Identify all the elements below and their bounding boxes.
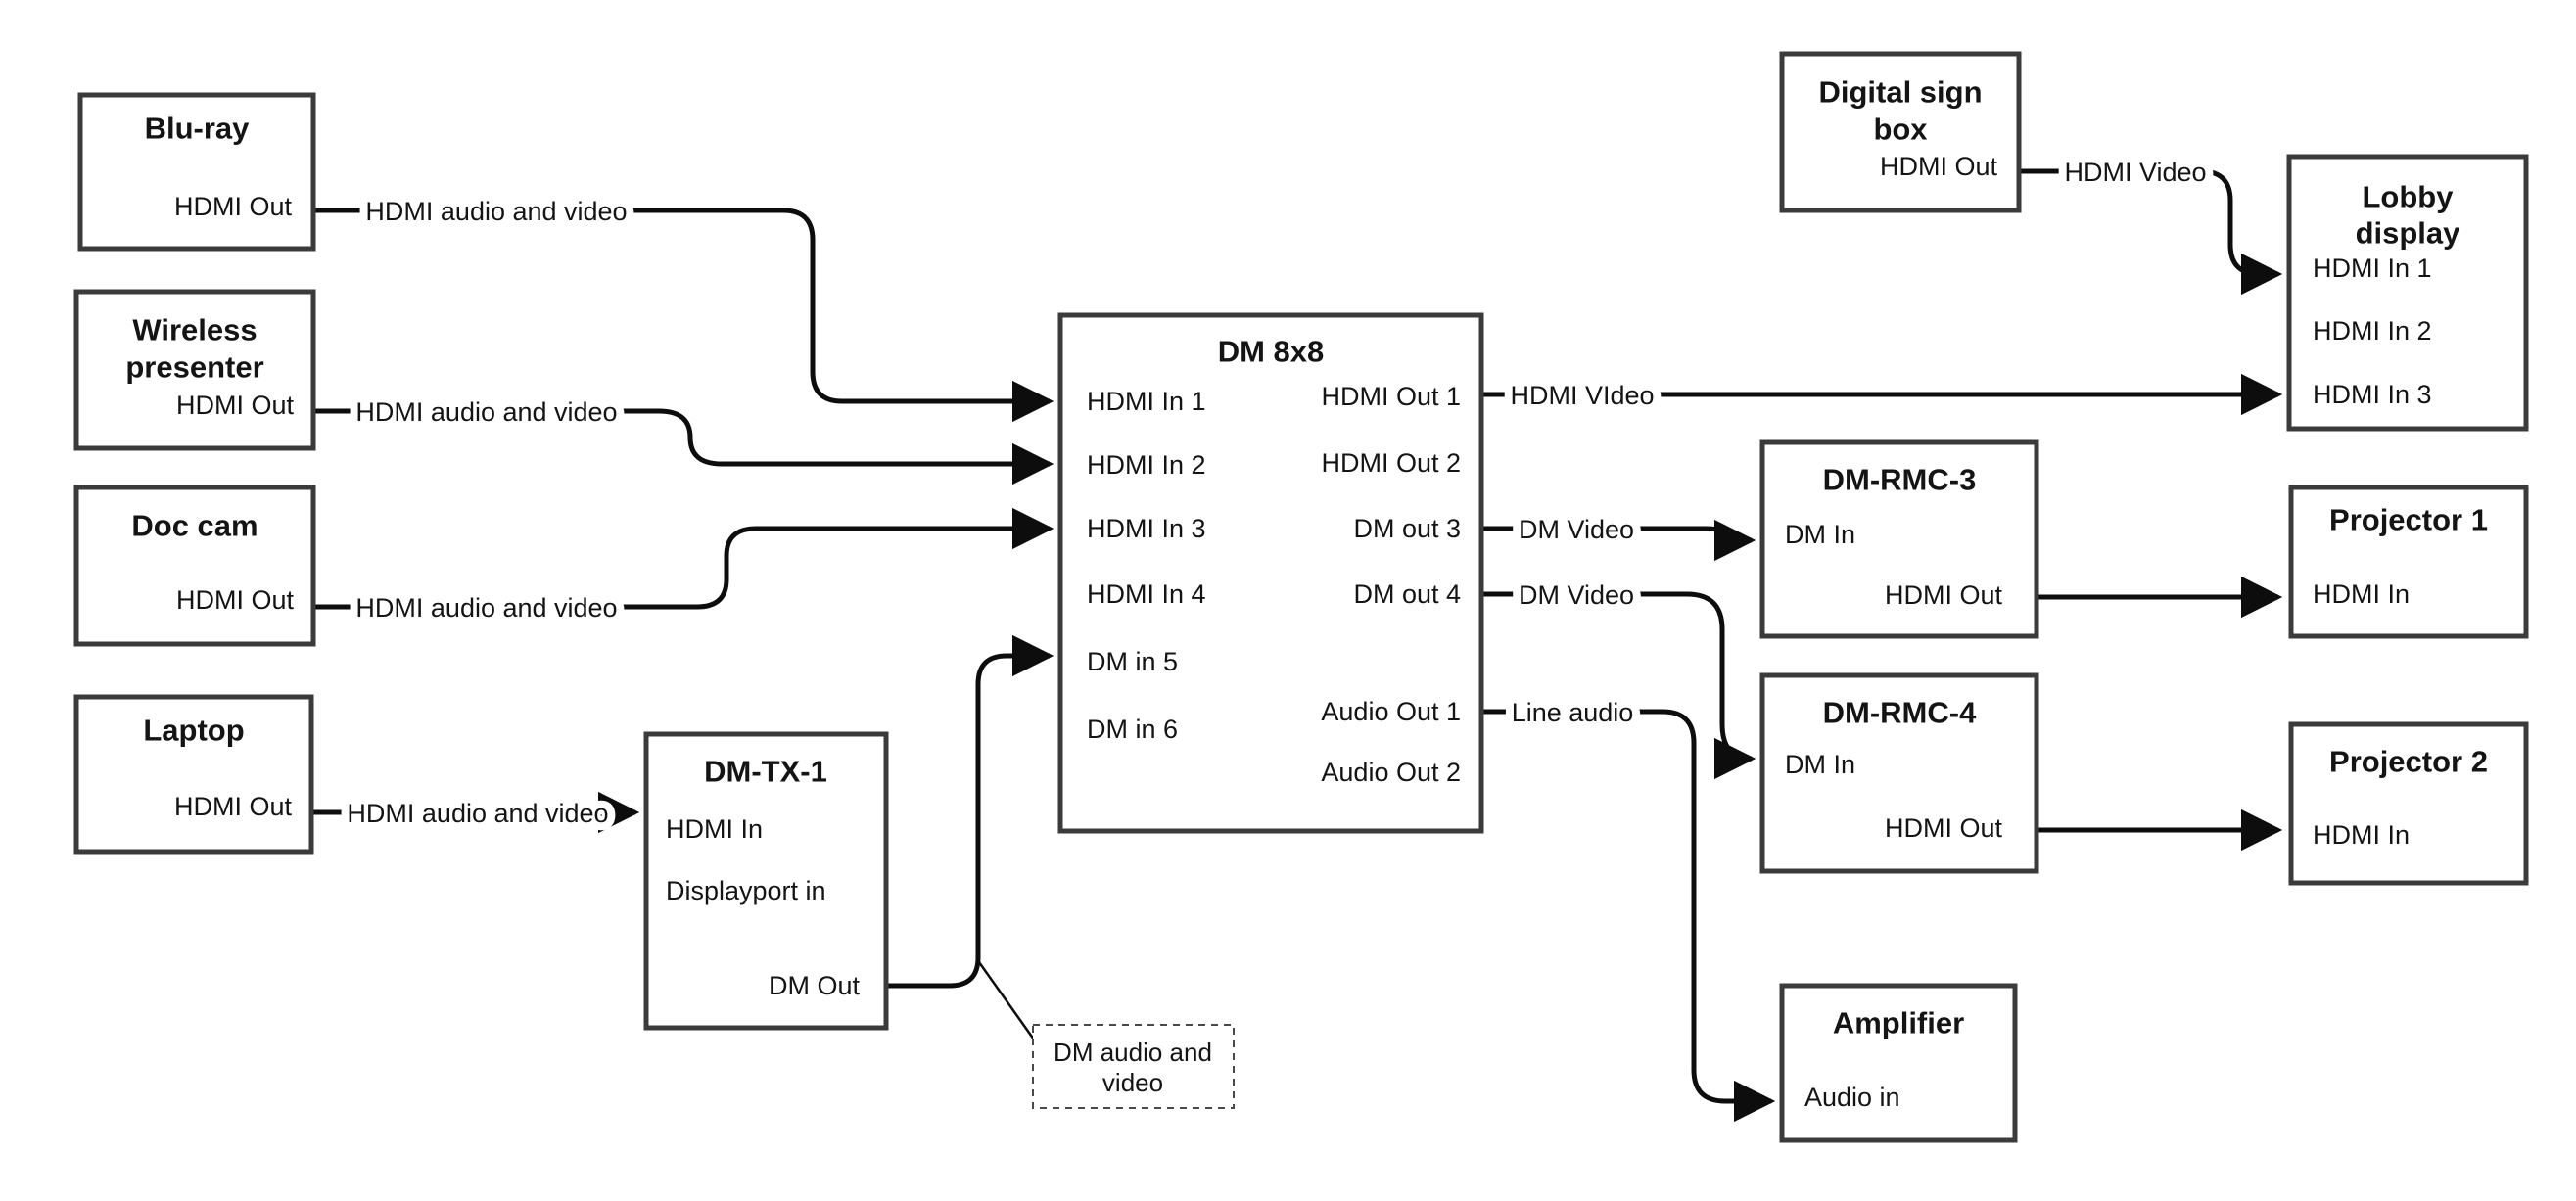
edge-label-bluray: HDMI audio and video (365, 197, 627, 226)
port-dm8x8-dm-out-3: DM out 3 (1353, 514, 1461, 543)
node-bluray-title: Blu-ray (145, 112, 251, 146)
edge-dm8x8-out3-to-rmc3 (1481, 519, 1756, 562)
node-doccam: Doc cam HDMI Out (73, 485, 316, 647)
edge-label-hdmi-video-out1: HDMI VIdeo (1510, 381, 1654, 410)
edge-label-dm-video-4: DM Video (1519, 580, 1634, 610)
edge-label-laptop: HDMI audio and video (347, 799, 608, 828)
edge-label-dm-video-3: DM Video (1519, 515, 1634, 544)
port-dm8x8-audio-out-2: Audio Out 2 (1321, 758, 1461, 787)
node-dmtx1-box (643, 731, 889, 1031)
annotation-note-line2: video (1102, 1068, 1163, 1097)
node-dm8x8: DM 8x8 HDMI In 1 HDMI In 2 HDMI In 3 HDM… (1057, 312, 1484, 834)
node-rmc4-title: DM-RMC-4 (1823, 696, 1977, 730)
port-proj1-hdmi-in: HDMI In (2313, 579, 2410, 609)
node-dmtx1-title: DM-TX-1 (704, 755, 827, 789)
node-signbox: Digital sign box HDMI Out (1779, 51, 2022, 213)
edge-wireless-to-dm8x8-in2 (313, 408, 1054, 485)
node-laptop-box (73, 694, 314, 855)
port-dm8x8-hdmi-in-3: HDMI In 3 (1087, 514, 1206, 543)
port-wireless-hdmi-out: HDMI Out (176, 391, 295, 420)
port-lobby-hdmi-in-2: HDMI In 2 (2313, 316, 2432, 346)
node-amplifier: Amplifier Audio in (1779, 983, 2018, 1143)
port-lobby-hdmi-in-3: HDMI In 3 (2313, 380, 2432, 409)
port-dm8x8-audio-out-1: Audio Out 1 (1321, 697, 1461, 726)
node-proj2-box (2288, 721, 2529, 886)
node-proj1: Projector 1 HDMI In (2288, 485, 2529, 639)
port-rmc3-dm-in: DM In (1785, 520, 1855, 549)
node-dmtx1: DM-TX-1 HDMI In Displayport in DM Out (643, 731, 889, 1031)
port-rmc4-dm-in: DM In (1785, 750, 1855, 779)
port-dmtx1-displayport-in: Displayport in (666, 876, 826, 905)
edge-dm8x8-out4-to-rmc4 (1481, 591, 1756, 780)
node-signbox-title-line1: Digital sign (1818, 75, 1982, 110)
port-dm8x8-hdmi-in-4: HDMI In 4 (1087, 579, 1206, 609)
node-rmc3: DM-RMC-3 DM In HDMI Out (1759, 439, 2039, 639)
node-lobby-title-line1: Lobby (2363, 180, 2455, 214)
node-rmc4-box (1759, 672, 2039, 874)
port-dm8x8-hdmi-out-1: HDMI Out 1 (1321, 382, 1461, 411)
port-doccam-hdmi-out: HDMI Out (176, 585, 295, 615)
port-signbox-hdmi-out: HDMI Out (1880, 152, 1998, 181)
annotation-note: DM audio and video (1032, 1024, 1235, 1109)
node-bluray: Blu-ray HDMI Out (77, 92, 316, 252)
node-doccam-title: Doc cam (131, 509, 258, 543)
port-dm8x8-dm-in-5: DM in 5 (1087, 647, 1178, 676)
node-dm8x8-box (1057, 312, 1484, 834)
node-amp-title: Amplifier (1833, 1006, 1964, 1040)
edge-label-wireless: HDMI audio and video (355, 397, 617, 427)
edge-doccam-to-dm8x8-in3 (313, 507, 1054, 610)
node-signbox-title-line2: box (1873, 113, 1928, 147)
port-bluray-hdmi-out: HDMI Out (174, 192, 293, 221)
node-proj1-box (2288, 485, 2529, 639)
port-dm8x8-dm-in-6: DM in 6 (1087, 715, 1178, 744)
node-dm8x8-title: DM 8x8 (1218, 335, 1325, 369)
note-leader-line (977, 961, 1036, 1040)
edges (311, 168, 2283, 1123)
node-lobby-box (2286, 154, 2529, 432)
port-dm8x8-dm-out-4: DM out 4 (1353, 579, 1461, 609)
node-proj2: Projector 2 HDMI In (2288, 721, 2529, 886)
node-proj1-title: Projector 1 (2329, 503, 2488, 537)
node-doccam-box (73, 485, 316, 647)
edge-signbox-to-lobby-in1 (2019, 168, 2283, 296)
port-dmtx1-dm-out: DM Out (769, 971, 861, 1000)
port-amp-audio-in: Audio in (1804, 1083, 1900, 1112)
node-signbox-box (1779, 51, 2022, 213)
node-wireless-presenter: Wireless presenter HDMI Out (73, 289, 316, 451)
node-wireless-box (73, 289, 316, 451)
port-rmc4-hdmi-out: HDMI Out (1885, 813, 2003, 843)
port-proj2-hdmi-in: HDMI In (2313, 820, 2410, 850)
port-dmtx1-hdmi-in: HDMI In (666, 814, 763, 844)
port-dm8x8-hdmi-in-1: HDMI In 1 (1087, 387, 1206, 416)
node-bluray-box (77, 92, 316, 252)
node-rmc3-title: DM-RMC-3 (1823, 463, 1977, 497)
node-proj2-title: Projector 2 (2329, 745, 2488, 779)
node-amp-box (1779, 983, 2018, 1143)
edge-label-hdmi-video-sign: HDMI Video (2064, 158, 2206, 187)
edge-dmtx1-to-dm8x8-in5 (886, 634, 1054, 989)
node-laptop: Laptop HDMI Out (73, 694, 314, 855)
port-dm8x8-hdmi-in-2: HDMI In 2 (1087, 450, 1206, 480)
port-laptop-hdmi-out: HDMI Out (174, 792, 293, 821)
annotation-note-line1: DM audio and (1054, 1038, 1212, 1067)
port-dm8x8-hdmi-out-2: HDMI Out 2 (1321, 448, 1461, 478)
edge-label-line-audio: Line audio (1512, 698, 1634, 727)
edge-label-doccam: HDMI audio and video (355, 593, 617, 623)
node-wireless-title-line2: presenter (125, 350, 263, 385)
node-rmc4: DM-RMC-4 DM In HDMI Out (1759, 672, 2039, 874)
port-rmc3-hdmi-out: HDMI Out (1885, 580, 2003, 610)
node-wireless-title-line1: Wireless (132, 313, 257, 347)
node-rmc3-box (1759, 439, 2039, 639)
node-lobby-title-line2: display (2356, 216, 2461, 251)
annotation-note-box (1032, 1024, 1235, 1109)
node-laptop-title: Laptop (143, 714, 244, 748)
port-lobby-hdmi-in-1: HDMI In 1 (2313, 254, 2432, 283)
edge-dm8x8-aout1-to-amp (1481, 709, 1776, 1123)
edge-bluray-to-dm8x8-in1 (313, 208, 1054, 423)
node-lobby-display: Lobby display HDMI In 1 HDMI In 2 HDMI I… (2286, 154, 2529, 432)
